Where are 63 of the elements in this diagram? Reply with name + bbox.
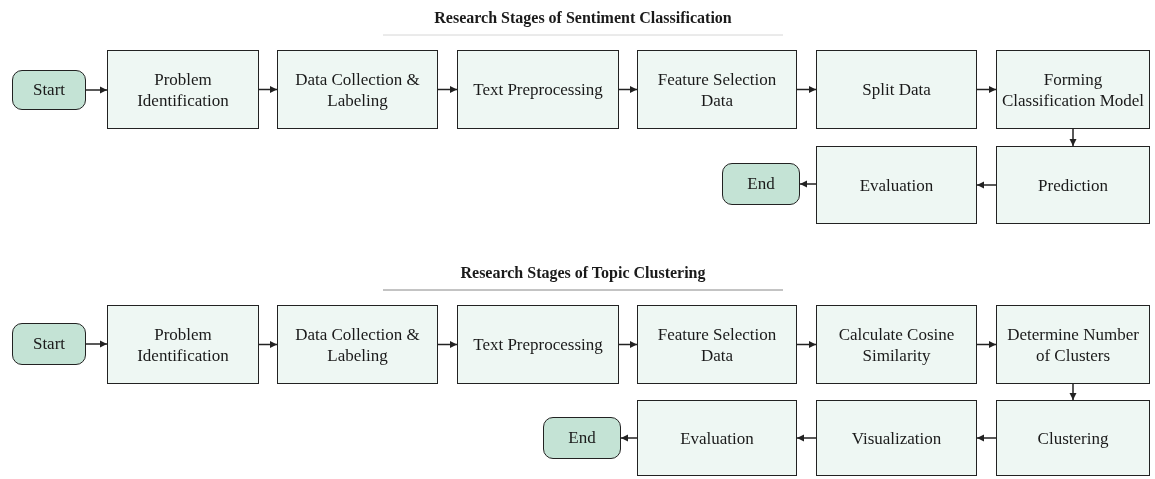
process-box [637,305,797,384]
box-text: Determine Number of Clusters [1006,323,1140,366]
box-text: Clustering [1037,427,1109,449]
box-text: Data Collection & Labeling [294,68,421,111]
arrow [976,434,997,442]
box-text: Forming Classification Model [1001,68,1145,111]
box-text: Evaluation [680,427,754,449]
process-box [816,400,977,476]
terminal-box [12,323,86,365]
arrow [1069,383,1077,401]
section-heading: Research Stages of Topic Clustering [460,264,706,281]
process-box [816,305,977,384]
arrow [85,340,108,348]
box-text: Feature Selection Data [656,323,778,366]
box-text: Feature Selection Data [656,68,778,111]
process-box [637,50,797,129]
arrow [796,86,817,93]
box-text: Evaluation [859,174,934,196]
box-text: Start [32,334,66,354]
box-text: Split Data [862,79,931,100]
arrow [976,86,997,93]
process-box [637,400,797,476]
box-text: End [568,428,596,448]
process-box [277,305,438,384]
process-box [457,305,619,384]
process-box [996,400,1150,476]
arrow [796,434,817,442]
process-box [816,50,977,129]
box-text: Problem Identification [136,68,230,111]
arrow [437,86,458,93]
process-box [107,305,259,384]
process-box [996,50,1150,129]
arrow [258,341,278,348]
box-text: Prediction [1038,174,1108,196]
box-text: Data Collection & Labeling [294,323,421,366]
arrow [437,341,458,348]
process-box [107,50,259,129]
process-box [816,146,977,224]
box-text: Text Preprocessing [473,334,603,355]
process-box [277,50,438,129]
process-box [996,305,1150,384]
box-text: Visualization [851,427,942,449]
box-text: Problem Identification [136,323,230,366]
terminal-box [12,70,86,110]
box-text: End [747,174,775,194]
arrow [618,341,638,348]
arrow [618,86,638,93]
arrow [258,86,278,93]
process-box [996,146,1150,224]
arrow [620,434,638,442]
box-text: Start [32,80,66,100]
arrow [799,180,817,188]
arrow [796,341,817,348]
terminal-box [722,163,800,205]
process-box [457,50,619,129]
box-text: Text Preprocessing [473,79,603,100]
arrow [1069,128,1077,147]
terminal-box [543,417,621,459]
arrow [85,86,108,94]
box-text: Calculate Cosine Similarity [837,323,956,366]
arrow [976,181,997,189]
section-heading: Research Stages of Sentiment Classification [434,9,732,26]
arrow [976,341,997,348]
